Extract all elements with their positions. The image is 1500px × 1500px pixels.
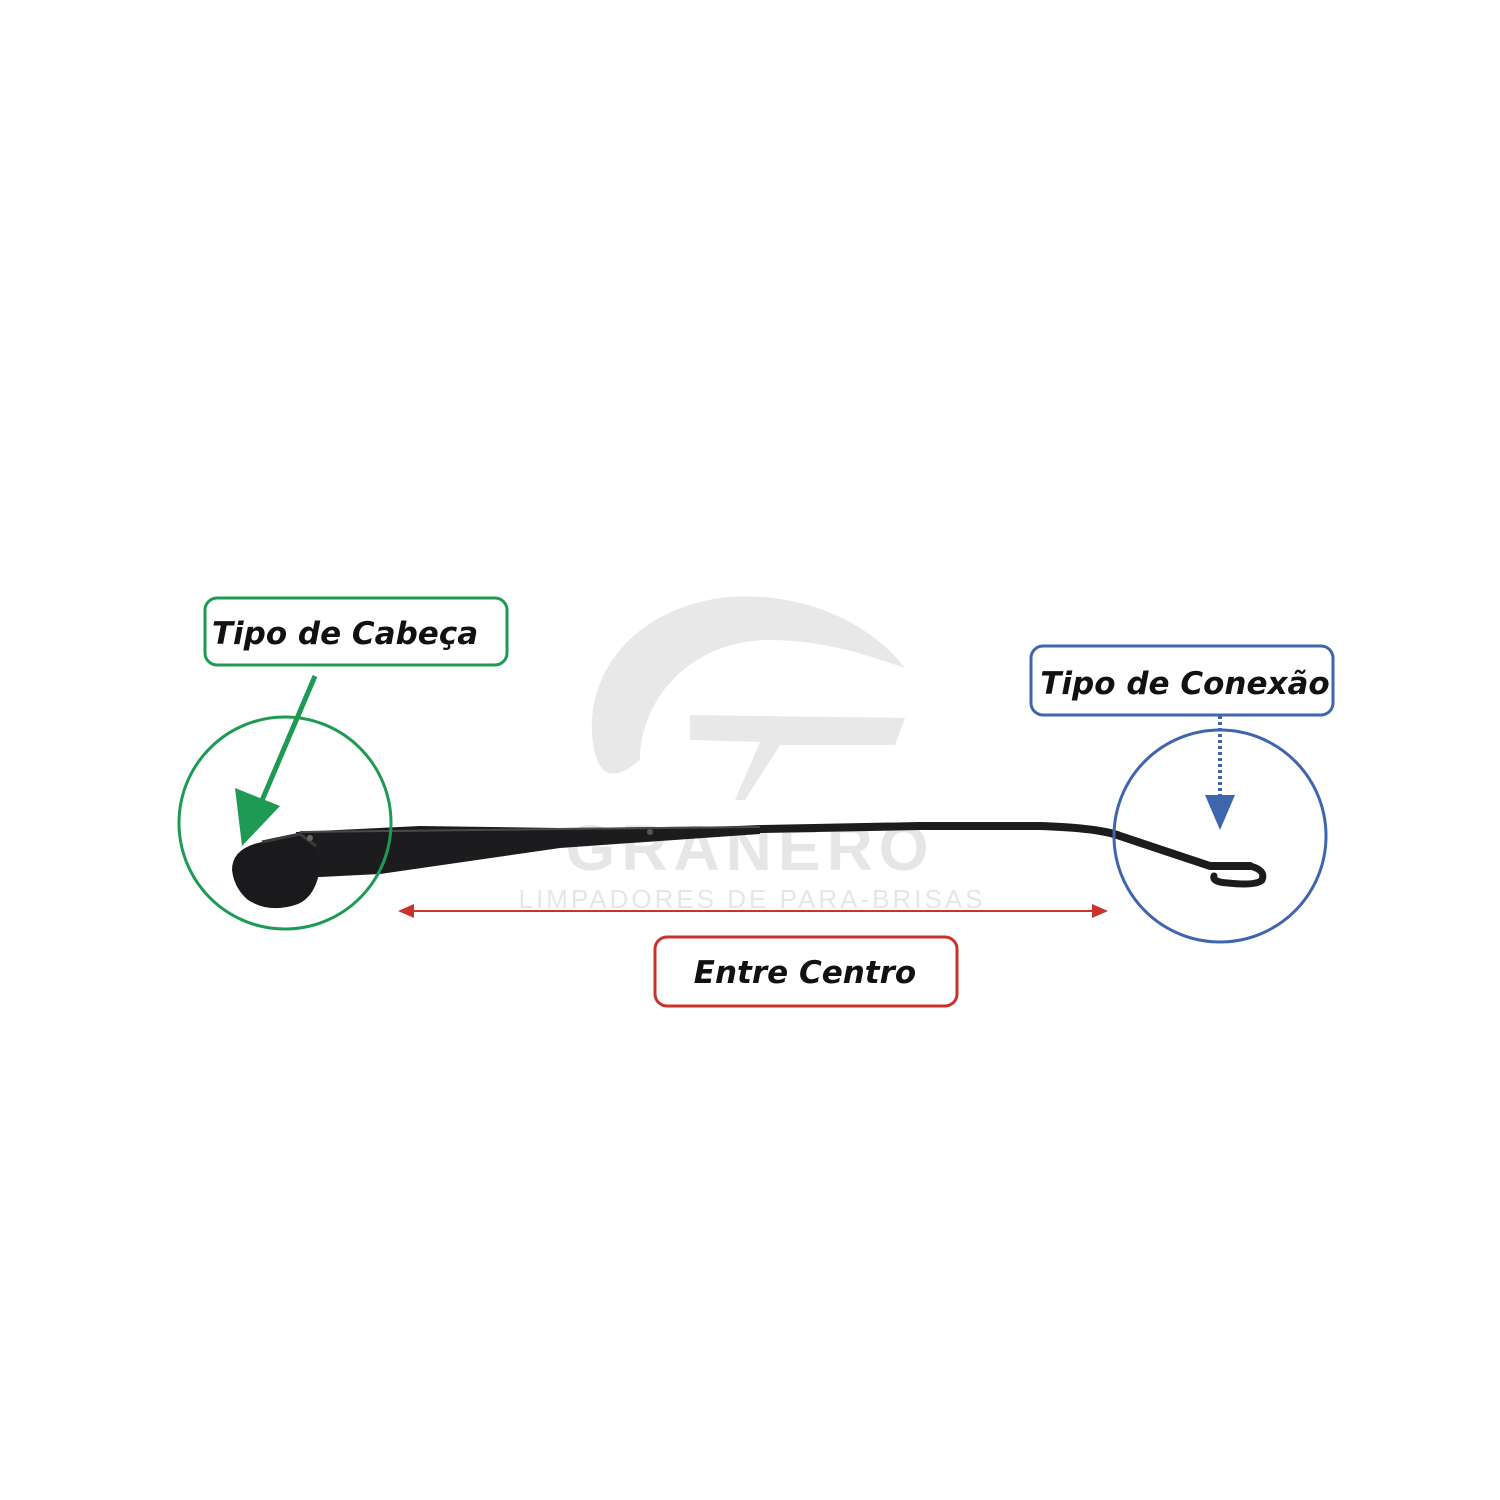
head-type-label: Tipo de Cabeça: [212, 616, 478, 652]
head-arrowhead: [235, 788, 280, 846]
head-highlight-circle: [177, 715, 393, 931]
head-label-box: [203, 596, 509, 667]
watermark: GRANERO LIMPADORES DE PARA-BRISAS: [518, 596, 985, 914]
watermark-g-logo: [591, 596, 905, 800]
connection-highlight-circle: [1112, 728, 1328, 944]
head-type-callout: Tipo de Cabeça: [177, 596, 509, 931]
connection-type-callout: Tipo de Conexão: [1029, 644, 1335, 944]
wiper-arm: [232, 822, 1267, 909]
center-arrow-right: [1092, 904, 1108, 918]
connection-arrowhead: [1205, 795, 1235, 830]
connection-type-label: Tipo de Conexão: [1040, 666, 1329, 702]
center-distance-label: Entre Centro: [694, 955, 916, 991]
watermark-tagline: LIMPADORES DE PARA-BRISAS: [518, 884, 985, 914]
connection-label-box: [1029, 644, 1335, 717]
center-distance-callout: Entre Centro: [398, 904, 1108, 1008]
center-arrow-left: [398, 904, 414, 918]
center-label-box: [653, 935, 959, 1008]
